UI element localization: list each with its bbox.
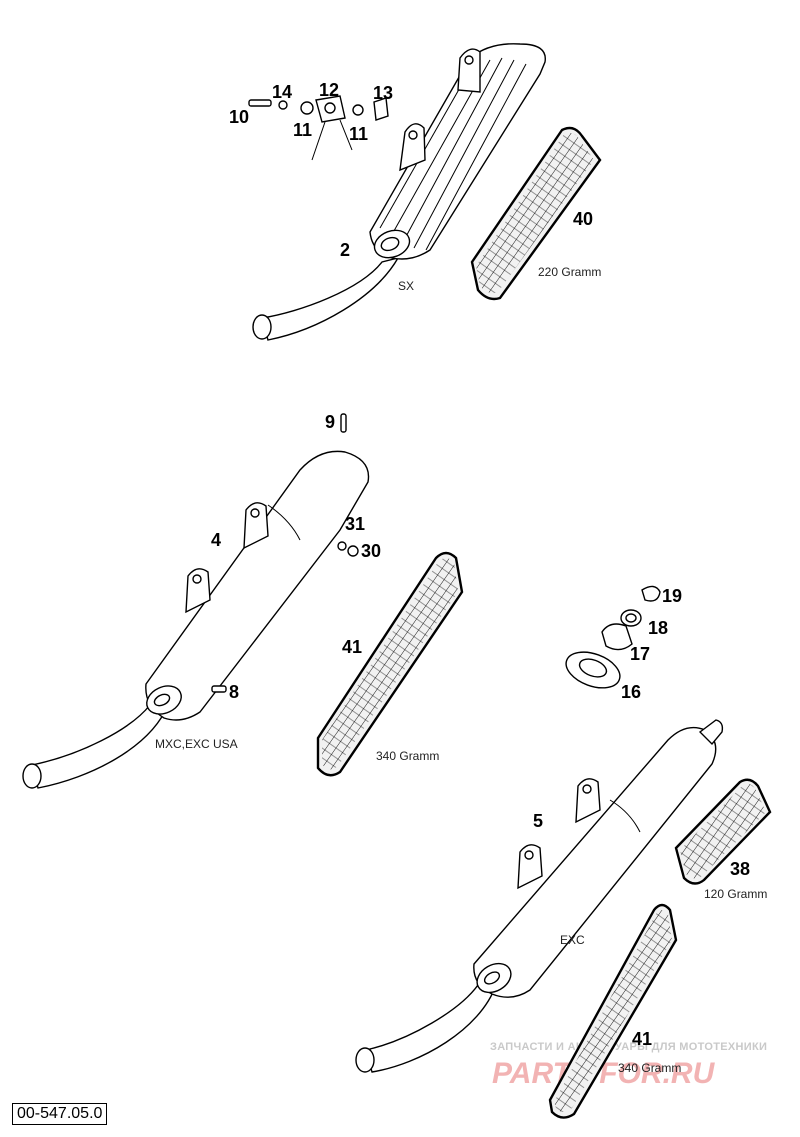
callout-30: 30 — [361, 541, 381, 561]
callout-17: 17 — [630, 644, 650, 664]
callout-31: 31 — [345, 514, 365, 534]
note-340-gramm-b: 340 Gramm — [618, 1061, 681, 1075]
watermark-tagline: ЗАПЧАСТИ И АКСЕССУАРЫ ДЛЯ МОТОТЕХНИКИ — [490, 1041, 767, 1053]
end-cap-parts — [565, 585, 661, 689]
callout-11-b: 11 — [349, 124, 368, 144]
callout-38: 38 — [730, 859, 750, 879]
callout-numbers: 2 10 14 12 13 11 11 40 9 31 30 4 41 8 19… — [211, 80, 750, 1049]
diagram-code: 00-547.05.0 — [12, 1103, 108, 1125]
callout-12: 12 — [319, 80, 339, 100]
callout-9: 9 — [325, 412, 335, 432]
note-340-gramm-a: 340 Gramm — [376, 749, 439, 763]
callout-11-a: 11 — [293, 120, 312, 140]
callout-18: 18 — [648, 618, 668, 638]
callout-5: 5 — [533, 811, 543, 831]
silencer-sx: SX — [252, 43, 546, 341]
callout-4: 4 — [211, 530, 221, 550]
note-120-gramm: 120 Gramm — [704, 887, 767, 901]
packing-41-middle: 340 Gramm — [316, 551, 464, 777]
packing-40: 220 Gramm — [470, 126, 602, 301]
callout-14: 14 — [272, 82, 292, 102]
silencer-mxc-exc-usa: MXC,EXC USA — [22, 413, 370, 789]
hardware-top — [248, 95, 389, 161]
note-220-gramm: 220 Gramm — [538, 265, 601, 279]
packing-41-bottom: 340 Gramm — [548, 903, 681, 1119]
callout-41-a: 41 — [342, 637, 362, 657]
callout-40: 40 — [573, 209, 593, 229]
callout-16: 16 — [621, 682, 641, 702]
callout-2: 2 — [340, 240, 350, 260]
note-exc: EXC — [560, 933, 585, 947]
watermark: ЗАПЧАСТИ И АКСЕССУАРЫ ДЛЯ МОТОТЕХНИКИ PA… — [490, 1041, 767, 1090]
note-sx: SX — [398, 279, 414, 293]
callout-8: 8 — [229, 682, 239, 702]
callout-19: 19 — [662, 586, 682, 606]
packing-38: 120 Gramm — [674, 778, 772, 901]
silencer-exc: EXC — [355, 719, 724, 1073]
callout-13: 13 — [373, 83, 393, 103]
note-mxc-exc-usa: MXC,EXC USA — [155, 737, 238, 751]
callout-10: 10 — [229, 107, 249, 127]
callout-41-b: 41 — [632, 1029, 652, 1049]
